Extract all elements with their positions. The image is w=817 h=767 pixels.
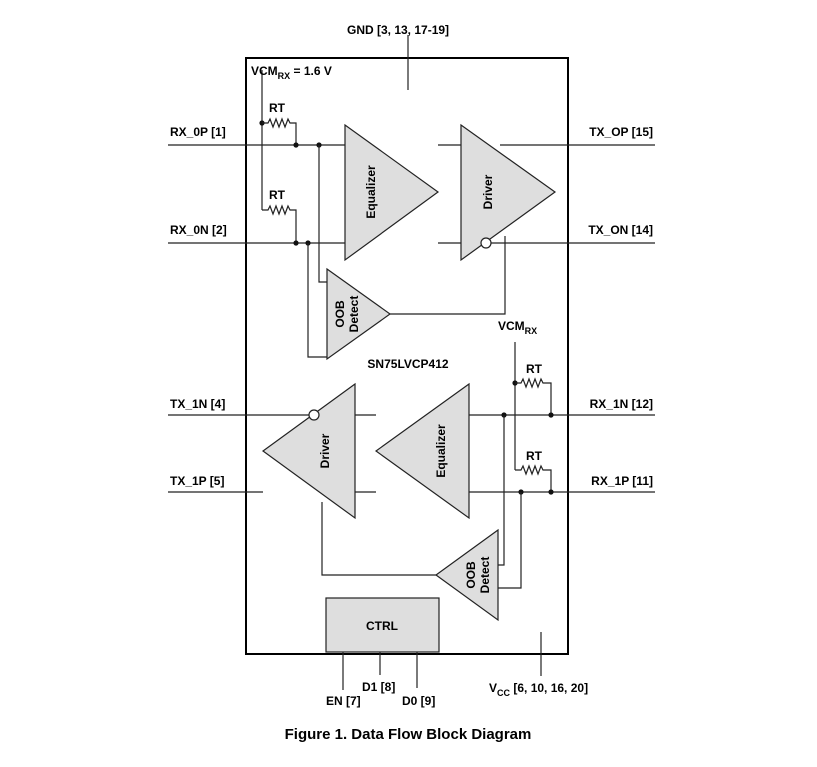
rx1n-label: RX_1N [12]	[590, 397, 653, 411]
oob-detect-top	[326, 267, 392, 361]
vcm-top-label: VCMRX = 1.6 V	[251, 64, 332, 81]
equalizer-bottom	[374, 382, 470, 520]
oob-bottom-label-1: OOB	[464, 561, 478, 589]
rt-label-1: RT	[269, 101, 286, 115]
rt-resistor-4	[515, 464, 552, 492]
oob-bottom-tap-p	[498, 492, 522, 589]
rt-label-2: RT	[269, 188, 286, 202]
oob-top-label-1: OOB	[333, 300, 347, 328]
rt-resistor-2	[262, 204, 297, 243]
equalizer-bottom-label: Equalizer	[434, 424, 448, 478]
rx0p-label: RX_0P [1]	[170, 125, 226, 139]
oob-bottom-label-2: Detect	[478, 557, 492, 594]
inverter-bubble-bottom	[308, 409, 320, 421]
d0-label: D0 [9]	[402, 694, 435, 708]
tx0p-label: TX_OP [15]	[589, 125, 653, 139]
rt-label-4: RT	[526, 449, 543, 463]
chip-outline	[245, 57, 569, 655]
driver-bottom-label: Driver	[318, 433, 332, 468]
rt-label-3: RT	[526, 362, 543, 376]
en-label: EN [7]	[326, 694, 361, 708]
equalizer-top	[344, 123, 440, 262]
driver-bottom	[261, 382, 356, 520]
ctrl-label: CTRL	[366, 619, 398, 633]
oob-top-output-wire	[390, 236, 506, 315]
junction-dot	[293, 240, 299, 246]
gnd-label: GND [3, 13, 17-19]	[347, 23, 449, 37]
junction-dot	[293, 142, 299, 148]
oob-bottom-tap-n	[498, 415, 505, 566]
figure-caption: Figure 1. Data Flow Block Diagram	[285, 726, 532, 743]
rx1p-label: RX_1P [11]	[591, 474, 653, 488]
oob-top-tap-n	[307, 243, 327, 358]
junction-dot	[548, 412, 554, 418]
chip-name: SN75LVCP412	[367, 357, 448, 371]
rx0n-label: RX_0N [2]	[170, 223, 227, 237]
driver-top	[460, 123, 557, 262]
junction-dot	[548, 489, 554, 495]
inverter-bubble-top	[480, 237, 492, 249]
rt-resistor-3	[515, 377, 552, 415]
tx0n-label: TX_ON [14]	[588, 223, 653, 237]
equalizer-top-label: Equalizer	[364, 165, 378, 219]
driver-top-label: Driver	[481, 174, 495, 209]
oob-detect-bottom	[434, 528, 499, 622]
d1-label: D1 [8]	[362, 680, 395, 694]
oob-top-label-2: Detect	[347, 296, 361, 333]
tx1p-label: TX_1P [5]	[170, 474, 224, 488]
tx1n-label: TX_1N [4]	[170, 397, 225, 411]
oob-bottom-output-wire	[321, 502, 436, 576]
vcc-label: VCC [6, 10, 16, 20]	[489, 681, 588, 698]
vcm-bottom-label: VCMRX	[498, 319, 537, 336]
oob-top-tap-p	[318, 145, 327, 283]
rt-resistor-1	[262, 117, 297, 145]
ctrl-block	[325, 597, 440, 653]
